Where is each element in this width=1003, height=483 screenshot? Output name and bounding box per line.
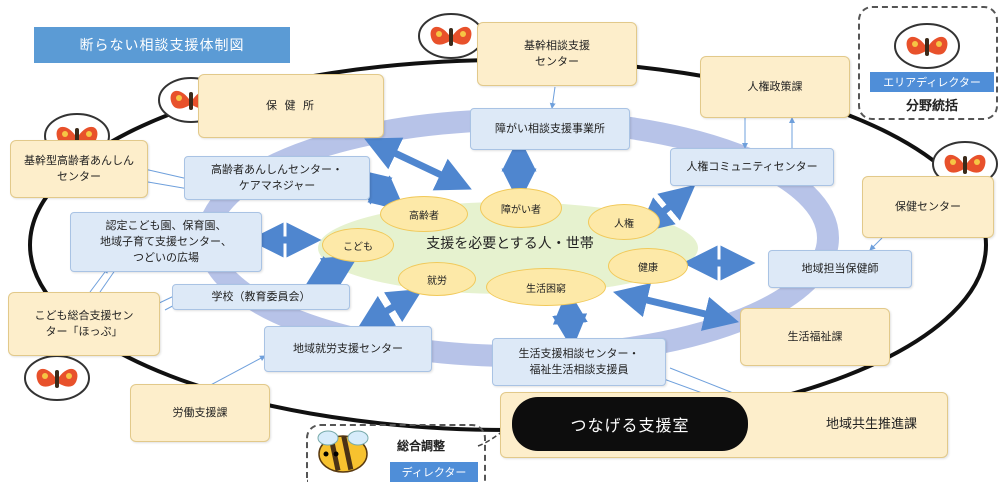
org-public-health-office: 保 健 所 (198, 74, 384, 138)
area-director-box (858, 6, 998, 120)
petal-employment: 就労 (398, 262, 476, 296)
org-child-support-center: こども総合支援セン ター「ほっぷ」 (8, 292, 160, 356)
org-welfare-division: 生活福祉課 (740, 308, 890, 366)
arrow-children (303, 254, 359, 290)
area-director-label: 分野統括 (905, 98, 958, 114)
diagram-title: 断らない相談支援体制図 (34, 27, 290, 63)
svc-school: 学校（教育委員会） (172, 284, 350, 310)
hub-label: 支援を必要とする人・世帯 (426, 236, 594, 252)
org-health-center: 保健センター (862, 176, 994, 238)
arrow-employment (357, 288, 423, 330)
arrow-disability-office (364, 137, 472, 191)
svc-disability-office: 障がい相談支援事業所 (470, 108, 630, 150)
petal-children: こども (322, 228, 394, 262)
arrow-welfare (612, 283, 740, 331)
connection-arrows (248, 136, 756, 350)
petal-disabled: 障がい者 (480, 188, 562, 228)
director-box (306, 424, 486, 482)
svc-human-rights-community: 人権コミュニティセンター (670, 148, 834, 186)
butterfly-icon (418, 13, 484, 59)
org-labor-division: 労働支援課 (130, 384, 270, 442)
org-core-elderly-center: 基幹型高齢者あんしん センター (10, 140, 148, 198)
svc-employment-support: 地域就労支援センター (264, 326, 432, 372)
org-core-disability-center: 基幹相談支援 センター (477, 22, 637, 86)
tsunageru-support-office: つなげる支援室 (512, 397, 748, 451)
petal-livelihood: 生活困窮 (486, 268, 606, 306)
arrow-elderly (354, 168, 406, 212)
svc-livelihood-support: 生活支援相談センター・ 福祉生活相談支援員 (492, 338, 666, 386)
butterfly-icon (894, 23, 960, 69)
butterfly-icon (24, 355, 90, 401)
area-director-badge: エリアディレクター (870, 72, 994, 92)
svc-childcare: 認定こども園、保育園、 地域子育て支援センター、 つどいの広場 (70, 212, 262, 272)
svc-area-nurse: 地域担当保健師 (768, 250, 912, 288)
petal-elderly: 高齢者 (380, 196, 468, 232)
bee-icon (317, 430, 369, 473)
org-human-rights-division: 人権政策課 (700, 56, 850, 118)
petal-human-rights: 人権 (588, 204, 660, 240)
petal-health: 健康 (608, 248, 688, 284)
arrow-livelihood (552, 288, 588, 350)
director-badge: ディレクター (390, 462, 478, 482)
butterfly-icon (932, 141, 998, 187)
svc-elderly-center: 高齢者あんしんセンター・ ケアマネジャー (184, 156, 370, 200)
director-label: 総合調整 (396, 438, 445, 453)
